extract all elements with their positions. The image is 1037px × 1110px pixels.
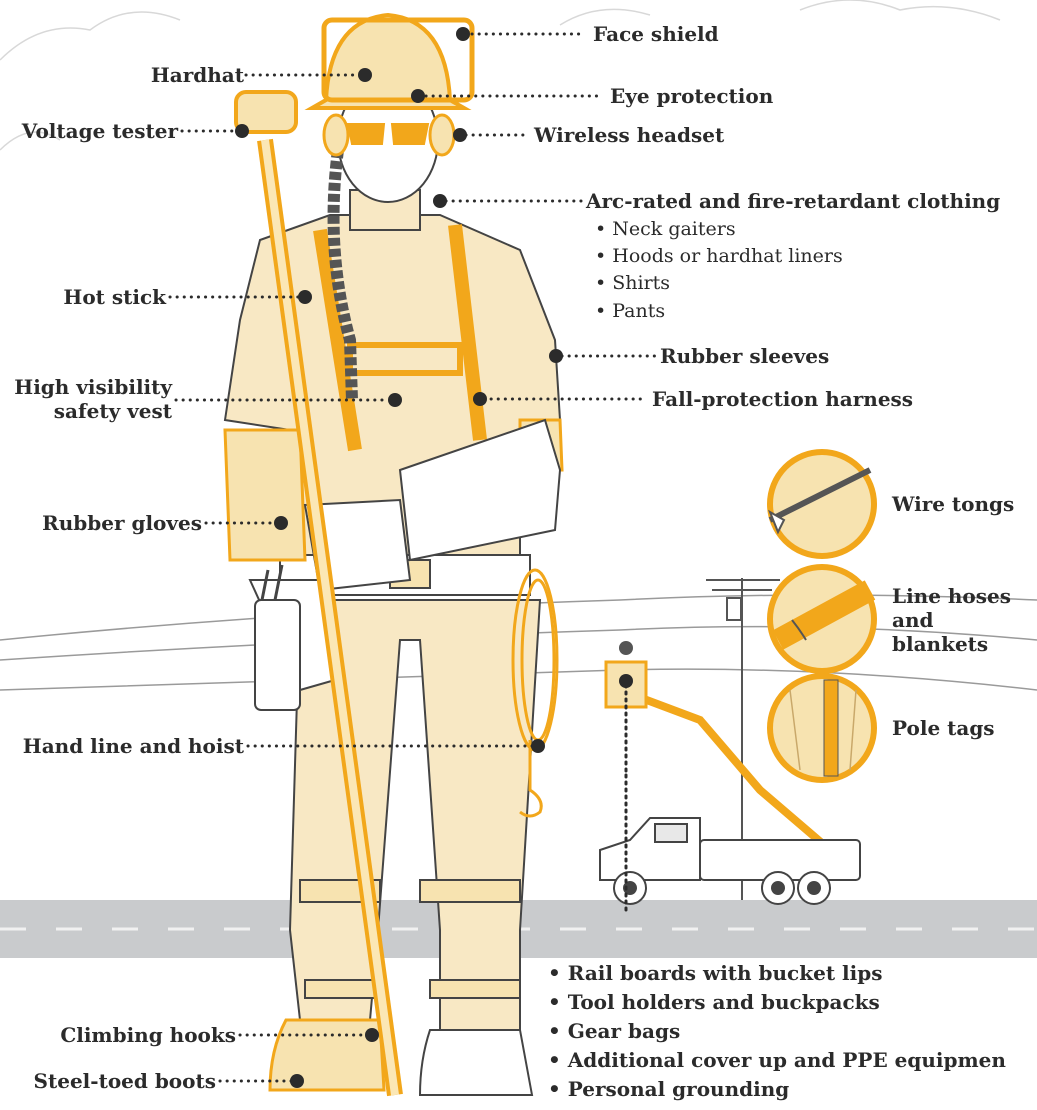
label-face-shield: Face shield [593,22,719,46]
label-voltage-tester: Voltage tester [10,119,178,143]
label-vest-line1: High visibility [4,375,172,399]
bucket-item: Personal grounding [548,1077,789,1101]
bucket-item: Rail boards with bucket lips [548,961,882,985]
bucket-item: Gear bags [548,1019,680,1043]
clothing-item: Pants [595,298,665,324]
label-hardhat: Hardhat [112,63,244,87]
bucket-item: Tool holders and buckpacks [548,990,880,1014]
label-clothing: Arc-rated and fire-retardant clothing [586,189,1000,213]
inset-pole-tags [770,676,874,780]
label-line-hoses-3: blankets [892,632,988,656]
label-vest-line2: safety vest [4,399,172,423]
label-harness: Fall-protection harness [652,387,913,411]
label-hand-line: Hand line and hoist [4,734,244,758]
clothing-item: Neck gaiters [595,216,736,242]
clothing-item: Hoods or hardhat liners [595,243,843,269]
label-rubber-gloves: Rubber gloves [4,511,202,535]
inset-line-hoses [770,567,874,671]
label-wire-tongs: Wire tongs [892,492,1014,516]
label-line-hoses-1: Line hoses [892,584,1011,608]
inset-wire-tongs [770,452,874,556]
clothing-item: Shirts [595,270,670,296]
label-climbing-hooks: Climbing hooks [4,1023,236,1047]
label-pole-tags: Pole tags [892,716,995,740]
label-eye-protection: Eye protection [610,84,773,108]
bucket-item: Additional cover up and PPE equipmen [548,1048,1030,1072]
label-line-hoses-2: and [892,608,933,632]
label-wireless-headset: Wireless headset [534,123,724,147]
label-hot-stick: Hot stick [20,285,166,309]
label-steel-toed-boots: Steel-toed boots [4,1069,216,1093]
label-rubber-sleeves: Rubber sleeves [660,344,829,368]
